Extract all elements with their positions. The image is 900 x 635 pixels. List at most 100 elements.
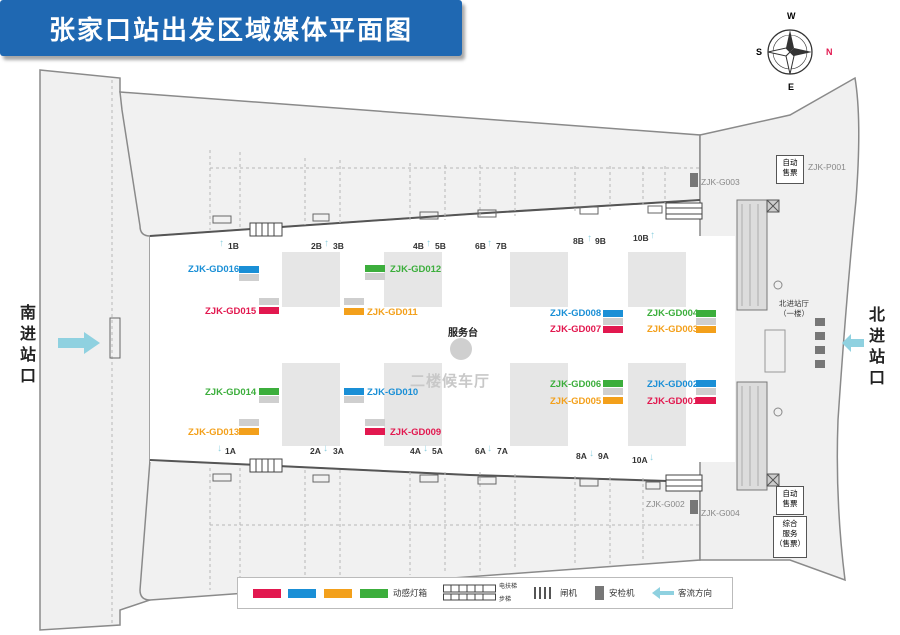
- north-entrance-label: 北进站口: [868, 307, 885, 387]
- gate-4b: 4B: [413, 241, 424, 251]
- media-id-gd009: ZJK-GD009: [390, 427, 442, 438]
- gate-10b: 10B: [633, 233, 649, 243]
- code-g004: ZJK-G004: [701, 508, 740, 518]
- lightbox-gd010: [344, 388, 364, 395]
- lightbox-base: [259, 298, 279, 305]
- lightbox-gd003: [696, 326, 716, 333]
- media-id-gd016: ZJK-GD016: [188, 264, 240, 275]
- gate-2a: 2A: [310, 446, 321, 456]
- gate-legend-icon: [534, 587, 551, 599]
- lightbox-gd016: [239, 266, 259, 273]
- ticket-machine-bottom: 自动 售票: [776, 486, 804, 515]
- media-id-gd010: ZJK-GD010: [367, 387, 419, 398]
- media-id-gd006: ZJK-GD006: [550, 379, 602, 390]
- lightbox-gd006: [603, 380, 623, 387]
- lightbox-gd002: [696, 380, 716, 387]
- media-id-gd011: ZJK-GD011: [367, 307, 418, 318]
- gate-9a: 9A: [598, 451, 609, 461]
- ticket-machine-top: 自动 售票: [776, 155, 804, 184]
- lightbox-base: [344, 298, 364, 305]
- security-legend-icon: [595, 586, 604, 600]
- lightbox-base: [696, 318, 716, 325]
- media-id-gd004: ZJK-GD004: [647, 308, 699, 319]
- gate-10a: 10A: [632, 455, 648, 465]
- compass-n: N: [826, 47, 833, 57]
- lightbox-gd005: [603, 397, 623, 404]
- media-id-gd012: ZJK-GD012: [390, 264, 442, 275]
- media-id-gd013: ZJK-GD013: [188, 427, 240, 438]
- gate-3a: 3A: [333, 446, 344, 456]
- media-id-gd008: ZJK-GD008: [550, 308, 602, 319]
- lightbox-gd007: [603, 326, 623, 333]
- flow-arrow-icon: [842, 334, 864, 352]
- lightbox-gd008: [603, 310, 623, 317]
- media-id-gd015: ZJK-GD015: [205, 306, 257, 317]
- lightbox-base: [696, 388, 716, 395]
- lightbox-gd009: [365, 428, 385, 435]
- gate-1b: 1B: [228, 241, 239, 251]
- legend-blue-swatch: [288, 589, 316, 598]
- gate-6b: 6B: [475, 241, 486, 251]
- code-g002: ZJK-G002: [646, 499, 685, 509]
- map-title: 张家口站出发区域媒体平面图: [0, 0, 462, 56]
- media-id-gd014: ZJK-GD014: [205, 387, 257, 398]
- north-hall-label: 北进站厅 （一楼）: [779, 299, 809, 318]
- media-id-gd003: ZJK-GD003: [647, 324, 699, 335]
- lightbox-base: [259, 396, 279, 403]
- legend-flow-label: 客流方向: [678, 588, 713, 598]
- legend-escalator-label: 电扶梯: [499, 584, 518, 590]
- gate-6a: 6A: [475, 446, 486, 456]
- lightbox-gd014: [259, 388, 279, 395]
- service-desk-label: 服务台: [448, 328, 478, 339]
- lightbox-base: [365, 273, 385, 280]
- code-p001: ZJK-P001: [808, 162, 846, 172]
- media-id-gd001: ZJK-GD001: [647, 396, 699, 407]
- lightbox-base: [603, 388, 623, 395]
- compass-w: W: [787, 11, 796, 21]
- lightbox-gd013: [239, 428, 259, 435]
- gate-2b: 2B: [311, 241, 322, 251]
- gate-8b: 8B: [573, 236, 584, 246]
- legend-red-swatch: [253, 589, 281, 598]
- lightbox-gd004: [696, 310, 716, 317]
- gate-8a: 8A: [576, 451, 587, 461]
- media-id-gd005: ZJK-GD005: [550, 396, 602, 407]
- lightbox-base: [239, 419, 259, 426]
- gate-4a: 4A: [410, 446, 421, 456]
- lightbox-gd015: [259, 307, 279, 314]
- gate-7a: 7A: [497, 446, 508, 456]
- service-counter: 综合 服务 （售票）: [773, 516, 807, 558]
- legend: 动感灯箱 电扶梯 步梯 闸机 安检机 客流方向: [237, 577, 733, 609]
- compass-e: E: [788, 82, 795, 92]
- flow-arrow-icon: [58, 332, 100, 354]
- lightbox-base: [365, 419, 385, 426]
- compass-s: S: [756, 47, 763, 57]
- gate-1a: 1A: [225, 446, 236, 456]
- compass-rose-icon: [767, 29, 813, 75]
- escalator-legend-icon: [443, 584, 496, 601]
- media-id-gd002: ZJK-GD002: [647, 379, 699, 390]
- lightbox-gd011: [344, 308, 364, 315]
- legend-security-label: 安检机: [609, 588, 635, 598]
- gate-5a: 5A: [432, 446, 443, 456]
- code-g003: ZJK-G003: [701, 177, 740, 187]
- lightbox-base: [344, 396, 364, 403]
- legend-gate-label: 闸机: [560, 588, 578, 598]
- gate-7b: 7B: [496, 241, 507, 251]
- legend-orange-swatch: [324, 589, 352, 598]
- gate-5b: 5B: [435, 241, 446, 251]
- south-entrance-label: 南进站口: [19, 305, 36, 385]
- gate-9b: 9B: [595, 236, 606, 246]
- flow-legend-icon: [652, 587, 674, 599]
- lightbox-base: [239, 274, 259, 281]
- media-id-gd007: ZJK-GD007: [550, 324, 602, 335]
- legend-green-swatch: [360, 589, 388, 598]
- legend-lightbox-label: 动感灯箱: [393, 588, 428, 598]
- lightbox-gd001: [696, 397, 716, 404]
- gate-3b: 3B: [333, 241, 344, 251]
- legend-stairs-label: 步梯: [499, 597, 512, 603]
- lightbox-gd012: [365, 265, 385, 272]
- hall-name: 二楼候车厅: [410, 373, 491, 390]
- lightbox-base: [603, 318, 623, 325]
